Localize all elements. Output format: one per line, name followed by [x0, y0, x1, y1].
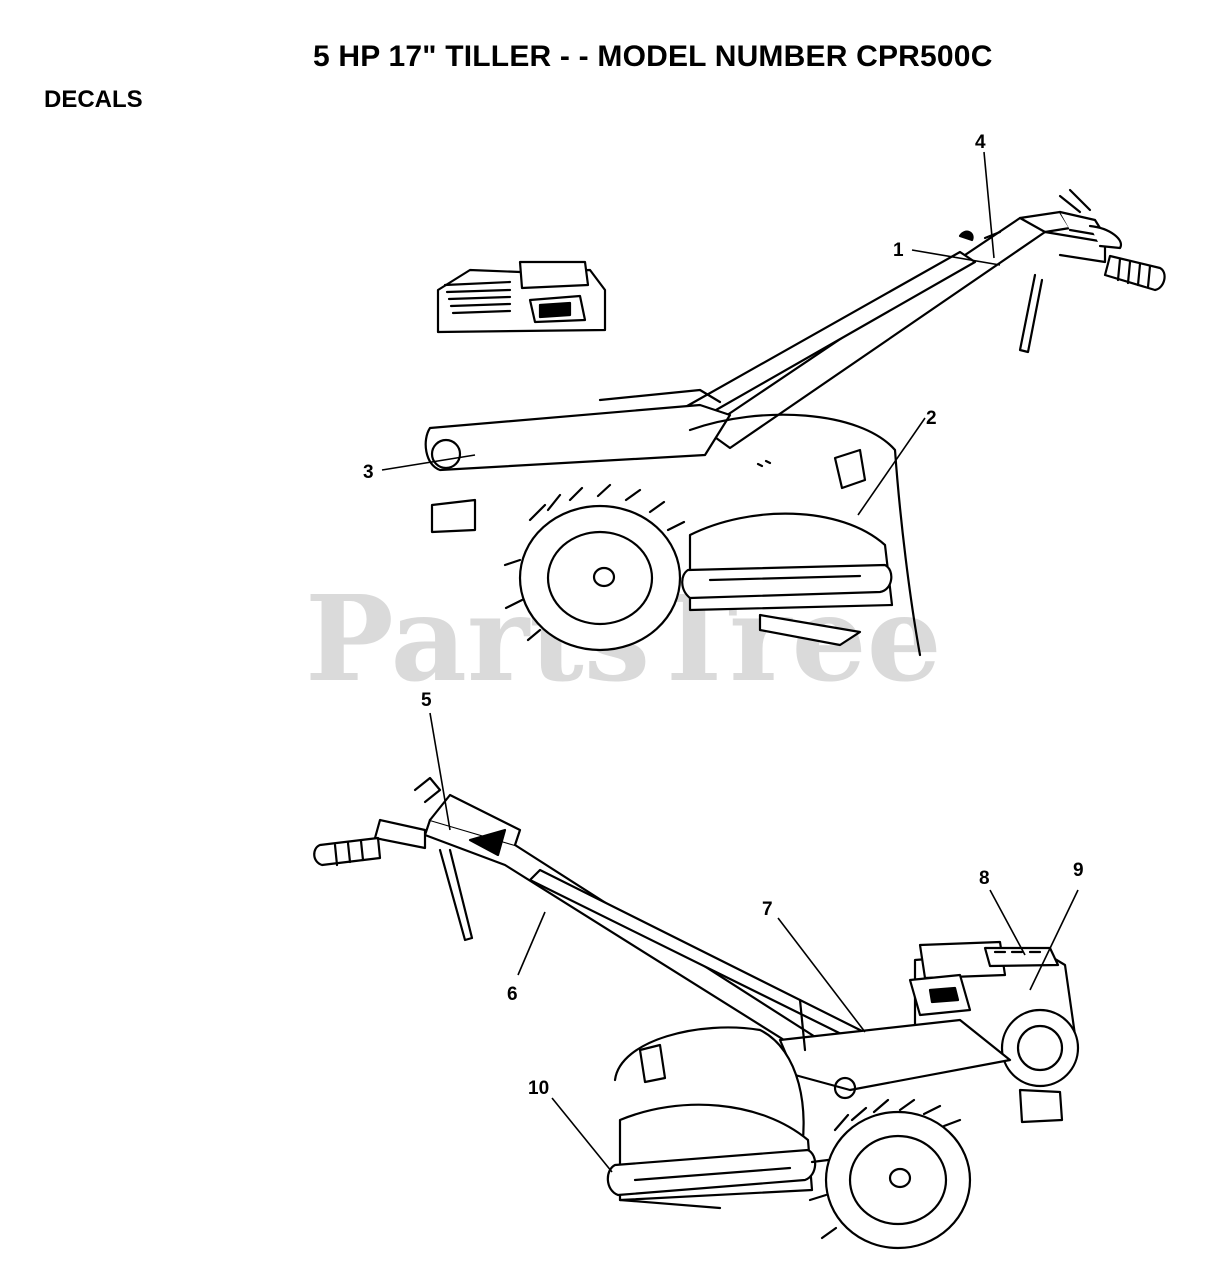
- handlebar-top: [678, 188, 1166, 450]
- callout-4: 4: [975, 132, 986, 153]
- belt-guard-top: [424, 388, 732, 534]
- page-title: 5 HP 17" TILLER - - MODEL NUMBER CPR500C: [313, 40, 993, 73]
- callout-2: 2: [926, 408, 937, 429]
- tine-shield-top: [681, 413, 922, 657]
- leader-line-3: [381, 454, 476, 471]
- leader-line-10: [551, 1097, 613, 1173]
- leader-line-8: [989, 889, 1026, 956]
- callout-1: 1: [893, 240, 904, 261]
- leader-line-1: [911, 249, 1001, 266]
- leader-line-9: [1029, 889, 1079, 991]
- tiller-right-side-view: [424, 188, 1166, 657]
- engine-top: [436, 260, 607, 334]
- section-heading: DECALS: [44, 86, 143, 113]
- engine-bottom: [908, 940, 1080, 1088]
- wheel-bottom: [808, 1098, 972, 1250]
- callout-7: 7: [762, 899, 773, 920]
- callout-3: 3: [363, 462, 374, 483]
- callout-9: 9: [1073, 860, 1084, 881]
- tine-shield-bottom: [606, 1026, 817, 1210]
- callout-5: 5: [421, 690, 432, 711]
- callout-6: 6: [507, 984, 518, 1005]
- leader-line-7: [777, 917, 866, 1033]
- wheel-top: [503, 483, 686, 652]
- tiller-left-side-view: [313, 776, 1080, 1250]
- leader-lines: [381, 151, 1079, 1173]
- leader-line-6: [517, 911, 546, 976]
- handlebar-bottom: [313, 776, 922, 1070]
- callout-8: 8: [979, 868, 990, 889]
- callout-10: 10: [528, 1078, 549, 1099]
- callout-labels: 1 2 3 4 5 6 7 8 9 10: [363, 132, 1084, 1099]
- leader-line-2: [857, 417, 926, 516]
- leader-line-5: [429, 712, 451, 831]
- leader-line-4: [983, 151, 995, 259]
